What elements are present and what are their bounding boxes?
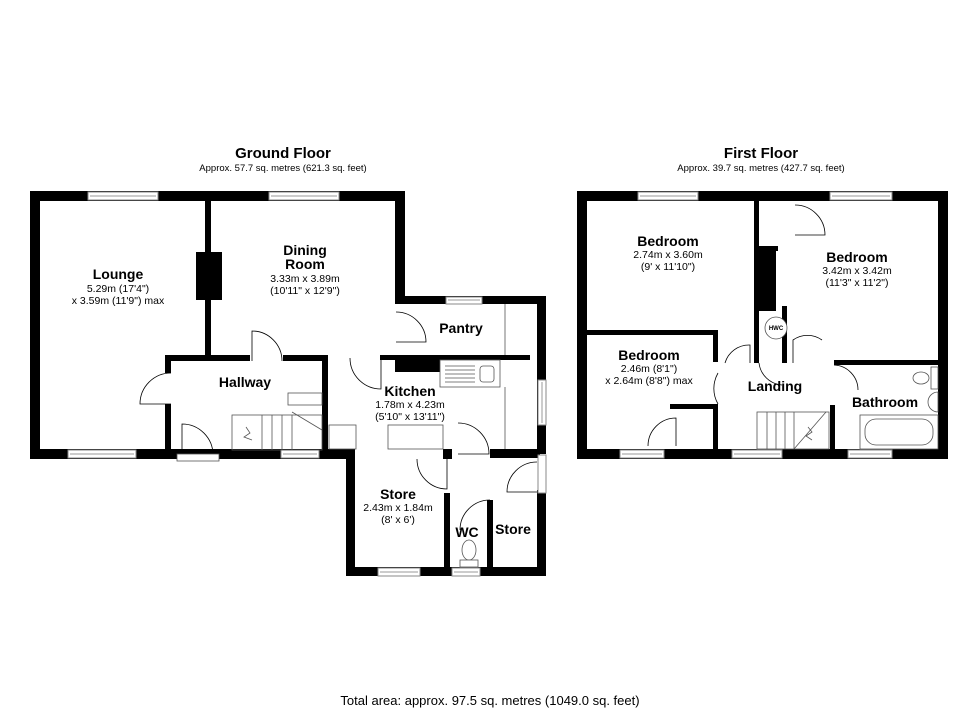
room-bedroom1-name: Bedroom	[637, 233, 698, 249]
room-bedroom3-dim1: 2.46m (8'1")	[621, 363, 678, 375]
hwc-label: HWC	[769, 326, 784, 332]
ground-floor-plan: Ground Floor Approx. 57.7 sq. metres (62…	[30, 145, 547, 577]
room-bedroom3-name: Bedroom	[618, 347, 679, 363]
ground-floor-doors	[139, 311, 538, 531]
room-bedroom1-dim1: 2.74m x 3.60m	[633, 249, 703, 261]
room-bedroom1-dim2: (9' x 11'10")	[641, 261, 695, 273]
first-floor-title: First Floor	[724, 145, 798, 162]
first-floor-area: Approx. 39.7 sq. metres (427.7 sq. feet)	[677, 163, 844, 174]
kitchen-fittings	[328, 304, 506, 568]
ground-floor-stairs	[231, 392, 323, 451]
first-floor-windows	[619, 191, 893, 459]
room-store-name: Store	[380, 486, 416, 502]
room-store-dim1: 2.43m x 1.84m	[363, 502, 433, 514]
room-lounge-dim2: x 3.59m (11'9") max	[72, 295, 165, 307]
room-landing-name: Landing	[748, 378, 802, 394]
room-bedroom2-dim1: 3.42m x 3.42m	[822, 265, 892, 277]
room-bathroom-name: Bathroom	[852, 394, 918, 410]
room-bedroom2-dim2: (11'3" x 11'2")	[825, 277, 888, 289]
first-floor-plan: First Floor Approx. 39.7 sq. metres (427…	[577, 145, 948, 459]
room-dining-dim1: 3.33m x 3.89m	[270, 273, 340, 285]
room-store-dim2: (8' x 6')	[381, 514, 415, 526]
room-store2-name: Store	[495, 521, 531, 537]
ground-floor-title: Ground Floor	[235, 145, 331, 162]
room-kitchen-name: Kitchen	[384, 383, 435, 399]
room-dining-dim2: (10'11" x 12'9")	[270, 285, 340, 297]
hot-water-cylinder-icon	[764, 316, 788, 340]
room-lounge-name: Lounge	[93, 266, 144, 282]
room-bedroom2-name: Bedroom	[826, 249, 887, 265]
room-pantry-name: Pantry	[439, 320, 483, 336]
room-dining-name1: Dining	[283, 242, 327, 258]
first-floor-doors	[647, 204, 859, 447]
ground-floor-area: Approx. 57.7 sq. metres (621.3 sq. feet)	[199, 163, 366, 174]
room-bedroom3-dim2: x 2.64m (8'8") max	[605, 375, 693, 387]
total-area: Total area: approx. 97.5 sq. metres (104…	[340, 693, 639, 708]
ground-floor-windows	[67, 191, 547, 577]
first-floor-fittings: HWC	[756, 316, 939, 450]
room-kitchen-dim2: (5'10" x 13'11")	[375, 411, 445, 423]
room-wc-name: WC	[455, 524, 478, 540]
room-dining-name2: Room	[285, 256, 325, 272]
room-lounge-dim1: 5.29m (17'4")	[87, 283, 149, 295]
room-kitchen-dim1: 1.78m x 4.23m	[375, 399, 445, 411]
room-hallway-name: Hallway	[219, 374, 271, 390]
